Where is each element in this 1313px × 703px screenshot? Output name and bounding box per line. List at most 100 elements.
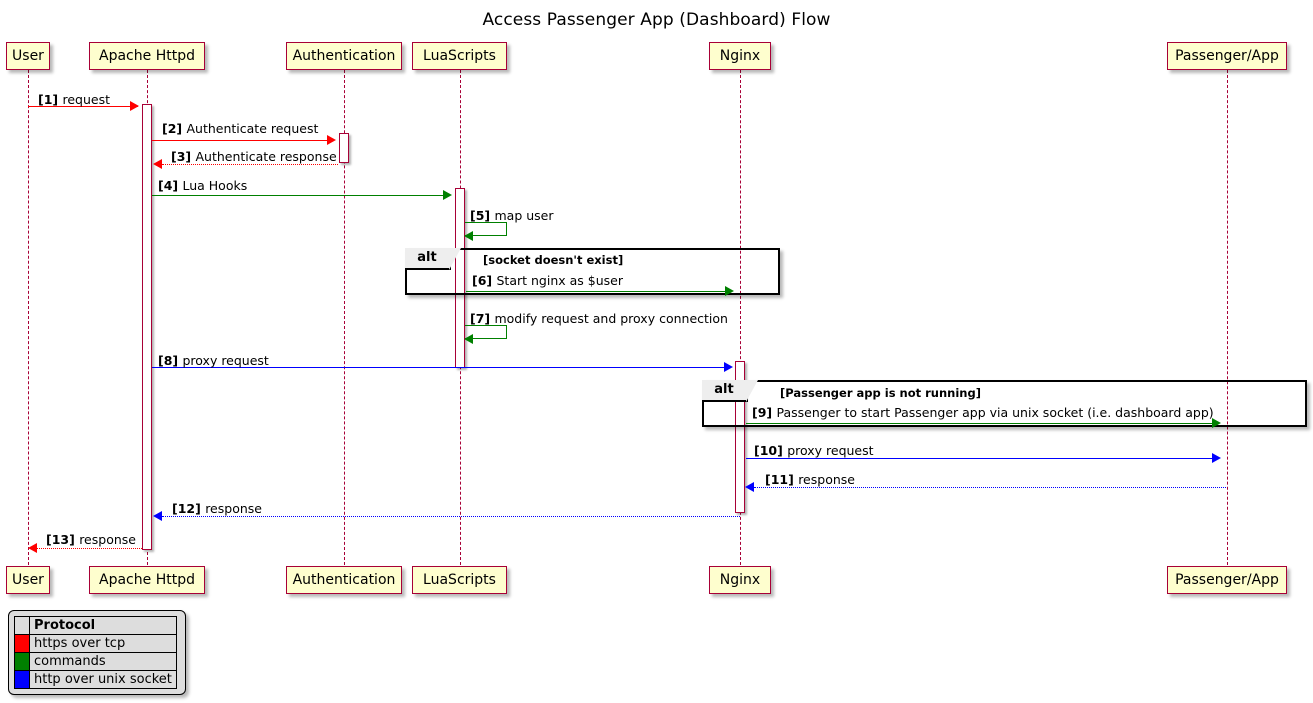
message-2-arrowhead — [327, 135, 336, 145]
message-text: Passenger to start Passenger app via uni… — [776, 405, 1214, 420]
message-text: Authenticate request — [186, 121, 319, 136]
message-1-label: [1] request — [38, 92, 110, 107]
message-6-arrowhead — [725, 286, 734, 296]
message-13-arrowhead — [28, 543, 37, 553]
lifeline-nginx — [739, 70, 741, 565]
message-3-label: [3] Authenticate response — [171, 149, 337, 164]
message-10-arrowhead — [1212, 453, 1221, 463]
alt-fragment-2-condition: [Passenger app is not running] — [780, 386, 981, 400]
legend-label-unix-socket: http over unix socket — [29, 670, 177, 689]
message-num: [13] — [46, 532, 75, 547]
message-11-line — [754, 487, 1226, 488]
participant-label: Apache Httpd — [99, 48, 195, 64]
participant-label: User — [12, 48, 44, 64]
participant-passenger-top[interactable]: Passenger/App — [1167, 42, 1287, 70]
message-7-selfloop — [465, 325, 507, 339]
legend-header-label: Protocol — [29, 616, 177, 635]
participant-apache-bottom[interactable]: Apache Httpd — [89, 566, 205, 594]
message-num: [8] — [158, 353, 179, 368]
participant-nginx-bottom[interactable]: Nginx — [709, 566, 771, 594]
legend-table: Protocol https over tcp commands http ov… — [14, 616, 177, 689]
message-2-label: [2] Authenticate request — [162, 121, 318, 136]
alt-fragment-1-tag: alt — [405, 248, 461, 270]
message-1-arrowhead — [130, 101, 139, 111]
alt-fragment-2-tag: alt — [702, 380, 758, 402]
message-text: response — [205, 501, 262, 516]
message-5-arrowhead — [464, 231, 473, 241]
legend-swatch-unix-socket — [14, 670, 30, 689]
legend-row-unix-socket: http over unix socket — [14, 670, 177, 689]
message-num: [7] — [470, 311, 491, 326]
message-9-line — [746, 423, 1216, 424]
participant-label: Passenger/App — [1175, 48, 1279, 64]
message-text: proxy request — [787, 443, 874, 458]
message-10-line — [746, 458, 1216, 459]
participant-label: Authentication — [292, 48, 396, 64]
message-2-line — [152, 140, 331, 141]
legend-row-commands: commands — [14, 652, 177, 671]
alt-fragment-1-condition: [socket doesn't exist] — [483, 253, 624, 267]
legend-box: Protocol https over tcp commands http ov… — [8, 610, 186, 695]
message-text: response — [79, 532, 136, 547]
participant-user-top[interactable]: User — [6, 42, 50, 70]
legend-swatch-https — [14, 634, 30, 653]
participant-label: Authentication — [292, 572, 396, 588]
message-7-arrowhead — [464, 334, 473, 344]
message-9-arrowhead — [1212, 418, 1221, 428]
legend-label-https: https over tcp — [29, 634, 177, 653]
alt-label: alt — [714, 382, 734, 397]
message-text: request — [62, 92, 111, 107]
activation-auth — [339, 133, 349, 163]
participant-user-bottom[interactable]: User — [6, 566, 50, 594]
message-5-label: [5] map user — [470, 208, 554, 223]
message-3-line — [162, 164, 338, 165]
participant-auth-bottom[interactable]: Authentication — [286, 566, 402, 594]
message-10-label: [10] proxy request — [754, 443, 874, 458]
participant-label: Apache Httpd — [99, 572, 195, 588]
lifeline-user — [27, 70, 29, 565]
activation-nginx — [735, 361, 745, 513]
participant-label: Nginx — [719, 48, 761, 64]
activation-apache — [142, 104, 152, 550]
participant-nginx-top[interactable]: Nginx — [709, 42, 771, 70]
message-text: proxy request — [182, 353, 269, 368]
message-num: [4] — [158, 178, 179, 193]
message-text: map user — [494, 208, 554, 223]
message-7-label: [7] modify request and proxy connection — [470, 311, 728, 326]
message-num: [5] — [470, 208, 491, 223]
lifeline-passenger — [1226, 70, 1228, 565]
alt-fragment-1 — [405, 248, 780, 295]
participant-label: LuaScripts — [423, 572, 496, 588]
participant-label: Nginx — [719, 572, 761, 588]
message-text: response — [798, 472, 855, 487]
message-text: Start nginx as $user — [496, 273, 623, 288]
message-num: [1] — [38, 92, 59, 107]
participant-passenger-bottom[interactable]: Passenger/App — [1167, 566, 1287, 594]
message-num: [12] — [172, 501, 201, 516]
message-12-line — [162, 516, 740, 517]
message-12-arrowhead — [153, 511, 162, 521]
participant-lua-top[interactable]: LuaScripts — [412, 42, 507, 70]
message-text: Authenticate response — [195, 149, 337, 164]
message-num: [2] — [162, 121, 183, 136]
message-4-label: [4] Lua Hooks — [158, 178, 247, 193]
lifeline-auth — [343, 70, 345, 565]
message-9-label: [9] Passenger to start Passenger app via… — [752, 405, 1214, 420]
message-8-arrowhead — [724, 362, 733, 372]
participant-auth-top[interactable]: Authentication — [286, 42, 402, 70]
message-8-line — [152, 367, 728, 368]
message-5-selfloop — [465, 222, 507, 236]
participant-label: LuaScripts — [423, 48, 496, 64]
participant-apache-top[interactable]: Apache Httpd — [89, 42, 205, 70]
message-num: [10] — [754, 443, 783, 458]
message-6-label: [6] Start nginx as $user — [472, 273, 623, 288]
legend-swatch-commands — [14, 652, 30, 671]
message-8-label: [8] proxy request — [158, 353, 269, 368]
message-num: [9] — [752, 405, 773, 420]
participant-lua-bottom[interactable]: LuaScripts — [412, 566, 507, 594]
message-3-arrowhead — [153, 159, 162, 169]
participant-label: User — [12, 572, 44, 588]
message-11-arrowhead — [745, 482, 754, 492]
message-11-label: [11] response — [765, 472, 855, 487]
message-text: Lua Hooks — [182, 178, 248, 193]
